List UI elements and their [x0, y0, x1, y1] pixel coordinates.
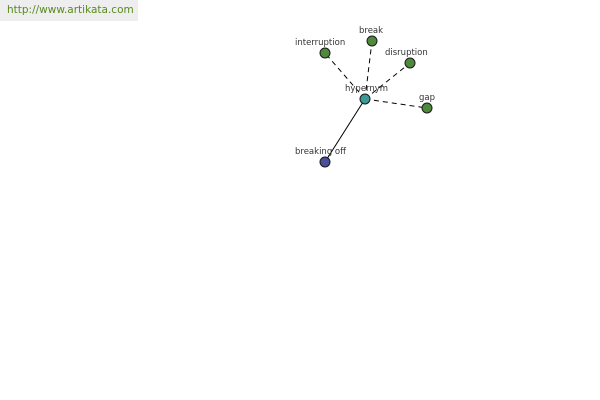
node-interruption[interactable]: interruption [295, 38, 345, 59]
edge-center-to-disruption [364, 62, 411, 100]
node-break[interactable]: break [359, 26, 383, 47]
node-label-interruption[interactable]: interruption [295, 38, 345, 48]
node-label-gap[interactable]: gap [419, 93, 435, 103]
node-circle-gap[interactable] [421, 102, 433, 114]
node-gap[interactable]: gap [419, 93, 435, 114]
node-circle-interruption[interactable] [319, 47, 331, 59]
nodes-layer: interruption break disruption gap breaking o… [295, 26, 435, 168]
node-center[interactable]: hypernym [345, 84, 388, 105]
edges-layer [324, 40, 428, 163]
node-breaking-off[interactable]: breaking off [295, 147, 347, 168]
edge-center-to-break [364, 40, 373, 100]
edge-center-to-breaking-off [324, 98, 366, 163]
edge-center-to-interruption [324, 52, 366, 100]
node-label-break[interactable]: break [359, 26, 383, 36]
node-circle-center[interactable] [359, 93, 371, 105]
node-circle-disruption[interactable] [404, 57, 416, 69]
node-label-breaking-off[interactable]: breaking off [295, 147, 347, 157]
node-label-center[interactable]: hypernym [345, 84, 388, 94]
site-url-link[interactable]: http://www.artikata.com [0, 0, 138, 21]
node-circle-breaking-off[interactable] [319, 156, 331, 168]
node-circle-break[interactable] [366, 35, 378, 47]
node-disruption[interactable]: disruption [385, 48, 428, 69]
node-label-disruption[interactable]: disruption [385, 48, 428, 58]
edge-center-to-gap [364, 98, 428, 109]
